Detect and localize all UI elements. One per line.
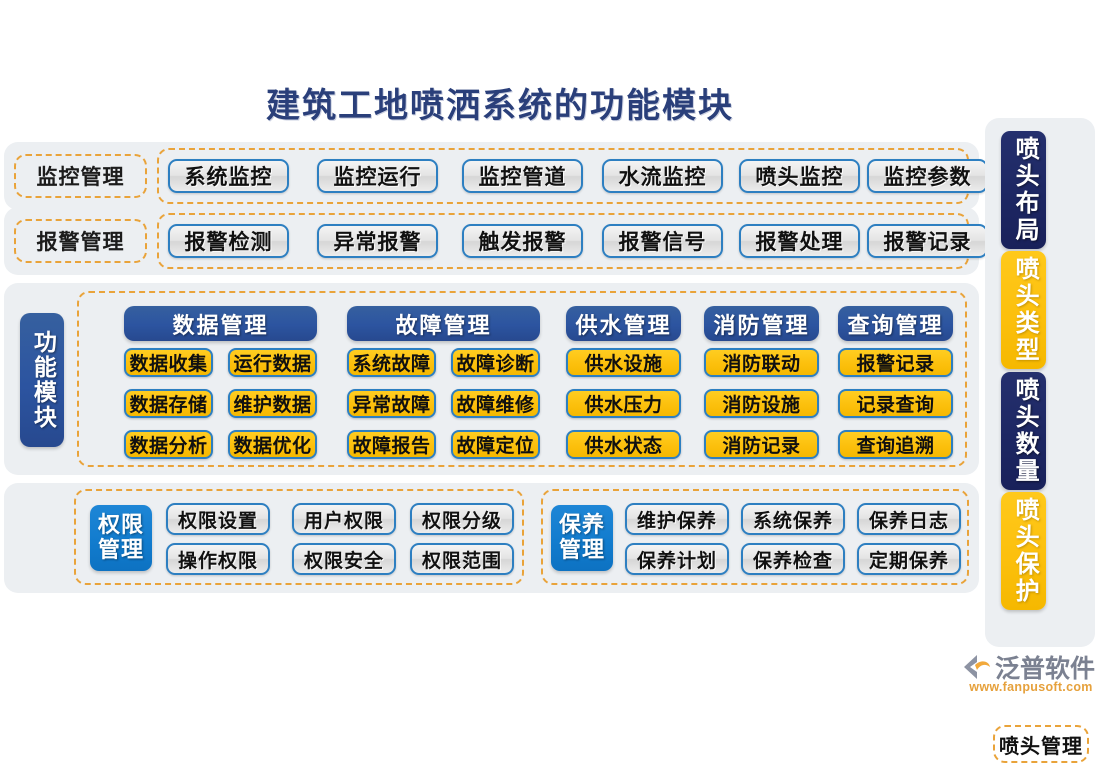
maintenance-group-label: 保养管理 [551, 505, 613, 571]
btn-alarm-5[interactable]: 报警记录 [867, 224, 988, 258]
rail-item-quantity[interactable]: 喷头数量 [1001, 372, 1046, 490]
btn-data-5[interactable]: 数据优化 [228, 430, 317, 459]
logo-url: www.fanpusoft.com [969, 680, 1093, 694]
btn-maintenance-3[interactable]: 保养计划 [625, 543, 729, 575]
col-header-fire: 消防管理 [704, 306, 819, 341]
btn-alarm-4[interactable]: 报警处理 [739, 224, 860, 258]
btn-fault-2[interactable]: 异常故障 [347, 389, 436, 418]
btn-maintenance-5[interactable]: 定期保养 [857, 543, 961, 575]
btn-permission-4[interactable]: 权限安全 [292, 543, 396, 575]
function-module-grid: 数据管理 数据收集 运行数据 数据存储 维护数据 数据分析 数据优化 故障管理 … [77, 291, 967, 467]
rail-item-protection[interactable]: 喷头保护 [1001, 492, 1046, 610]
btn-fault-5[interactable]: 故障定位 [451, 430, 540, 459]
btn-query-2[interactable]: 查询追溯 [838, 430, 953, 459]
btn-maintenance-4[interactable]: 保养检查 [741, 543, 845, 575]
row-alarm-label: 报警管理 [14, 219, 147, 263]
maintenance-group: 保养管理 维护保养 系统保养 保养日志 保养计划 保养检查 定期保养 [541, 489, 969, 585]
btn-water-0[interactable]: 供水设施 [566, 348, 681, 377]
col-header-fault: 故障管理 [347, 306, 540, 341]
page-title: 建筑工地喷洒系统的功能模块 [266, 88, 734, 125]
fanpu-swoosh-icon [964, 655, 990, 679]
btn-permission-2[interactable]: 权限分级 [410, 503, 514, 535]
btn-fault-1[interactable]: 故障诊断 [451, 348, 540, 377]
btn-query-0[interactable]: 报警记录 [838, 348, 953, 377]
btn-fire-0[interactable]: 消防联动 [704, 348, 819, 377]
btn-maintenance-0[interactable]: 维护保养 [625, 503, 729, 535]
row-monitoring-label: 监控管理 [14, 154, 147, 198]
btn-data-3[interactable]: 维护数据 [228, 389, 317, 418]
btn-permission-0[interactable]: 权限设置 [166, 503, 270, 535]
row-monitoring-panel: 监控管理 系统监控 监控运行 监控管道 水流监控 喷头监控 监控参数 [4, 142, 988, 210]
col-header-data: 数据管理 [124, 306, 317, 341]
btn-fire-2[interactable]: 消防记录 [704, 430, 819, 459]
btn-monitoring-2[interactable]: 监控管道 [462, 159, 583, 193]
btn-maintenance-1[interactable]: 系统保养 [741, 503, 845, 535]
btn-water-1[interactable]: 供水压力 [566, 389, 681, 418]
btn-permission-5[interactable]: 权限范围 [410, 543, 514, 575]
row-alarm-items: 报警检测 异常报警 触发报警 报警信号 报警处理 报警记录 [157, 213, 988, 269]
btn-data-4[interactable]: 数据分析 [124, 430, 213, 459]
diagram-canvas: 建筑工地喷洒系统的功能模块 监控管理 系统监控 监控运行 监控管道 水流监控 喷… [4, 88, 1100, 763]
function-module-label: 功能模块 [20, 313, 64, 447]
rail-item-type[interactable]: 喷头类型 [1001, 251, 1046, 369]
btn-alarm-2[interactable]: 触发报警 [462, 224, 583, 258]
brand-logo: 泛普软件 www.fanpusoft.com [962, 652, 1100, 696]
row-monitoring-items: 系统监控 监控运行 监控管道 水流监控 喷头监控 监控参数 [157, 148, 988, 204]
btn-alarm-1[interactable]: 异常报警 [317, 224, 438, 258]
btn-monitoring-3[interactable]: 水流监控 [602, 159, 723, 193]
btn-maintenance-2[interactable]: 保养日志 [857, 503, 961, 535]
btn-fault-3[interactable]: 故障维修 [451, 389, 540, 418]
btn-permission-1[interactable]: 用户权限 [292, 503, 396, 535]
btn-fault-4[interactable]: 故障报告 [347, 430, 436, 459]
rail-item-layout[interactable]: 喷头布局 [1001, 131, 1046, 249]
btn-fault-0[interactable]: 系统故障 [347, 348, 436, 377]
btn-data-1[interactable]: 运行数据 [228, 348, 317, 377]
bottom-panel: 权限管理 权限设置 用户权限 权限分级 操作权限 权限安全 权限范围 保养管理 … [4, 483, 979, 593]
logo-row: 泛普软件 [962, 652, 1100, 683]
sprinkler-rail-panel: 喷头布局 喷头类型 喷头数量 喷头保护 喷头管理 [985, 118, 1095, 763]
btn-data-2[interactable]: 数据存储 [124, 389, 213, 418]
btn-fire-1[interactable]: 消防设施 [704, 389, 819, 418]
col-header-query: 查询管理 [838, 306, 953, 341]
function-module-panel: 功能模块 数据管理 数据收集 运行数据 数据存储 维护数据 数据分析 数据优化 … [4, 283, 979, 475]
btn-query-1[interactable]: 记录查询 [838, 389, 953, 418]
btn-water-2[interactable]: 供水状态 [566, 430, 681, 459]
logo-name: 泛普软件 [995, 656, 1096, 683]
btn-data-0[interactable]: 数据收集 [124, 348, 213, 377]
btn-monitoring-1[interactable]: 监控运行 [317, 159, 438, 193]
btn-monitoring-0[interactable]: 系统监控 [168, 159, 289, 193]
rail-footer-label: 喷头管理 [993, 725, 1089, 763]
permission-group: 权限管理 权限设置 用户权限 权限分级 操作权限 权限安全 权限范围 [74, 489, 524, 585]
btn-permission-3[interactable]: 操作权限 [166, 543, 270, 575]
row-alarm-panel: 报警管理 报警检测 异常报警 触发报警 报警信号 报警处理 报警记录 [4, 207, 988, 275]
btn-alarm-3[interactable]: 报警信号 [602, 224, 723, 258]
btn-monitoring-5[interactable]: 监控参数 [867, 159, 988, 193]
btn-alarm-0[interactable]: 报警检测 [168, 224, 289, 258]
permission-group-label: 权限管理 [90, 505, 152, 571]
col-header-water: 供水管理 [566, 306, 681, 341]
btn-monitoring-4[interactable]: 喷头监控 [739, 159, 860, 193]
